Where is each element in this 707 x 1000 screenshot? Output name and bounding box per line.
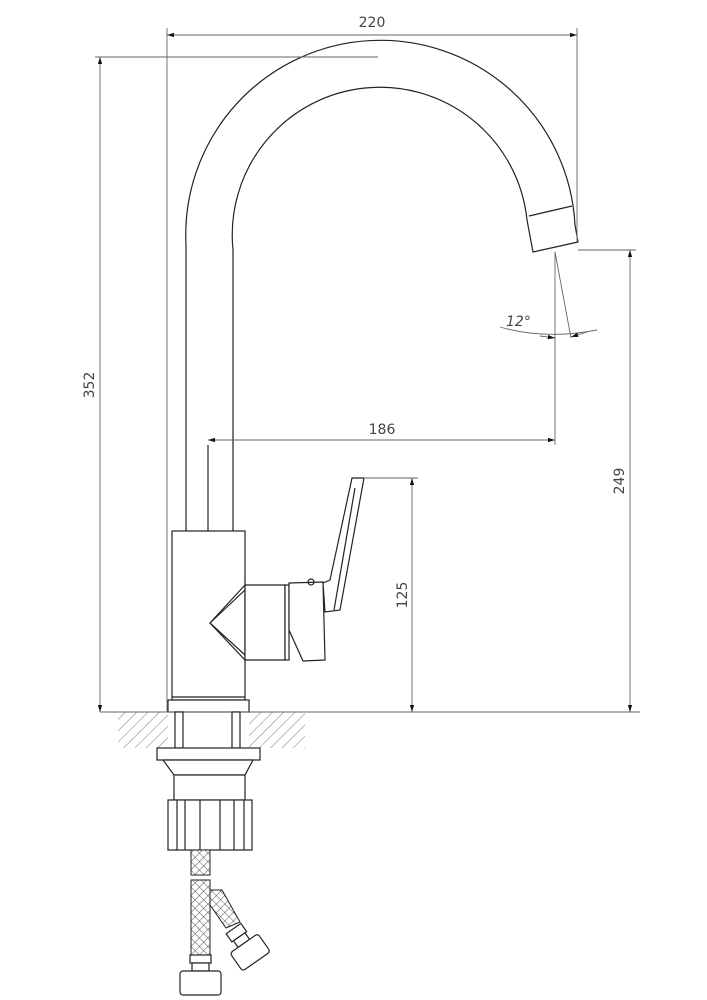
dimension-label-352: 352 — [82, 372, 98, 399]
dimension-spout-reach: 186 — [208, 252, 556, 445]
dimension-label-186: 186 — [369, 422, 396, 438]
countertop — [100, 711, 640, 748]
mounting-nut — [156, 711, 261, 851]
dimension-label-220: 220 — [359, 15, 386, 31]
lever-handle — [288, 477, 365, 662]
dimension-overall-width: 220 — [166, 15, 578, 712]
dimension-overall-height: 352 — [82, 56, 378, 712]
dimension-label-125: 125 — [395, 582, 411, 609]
supply-hoses — [179, 849, 270, 996]
dimension-label-12deg: 12° — [506, 314, 531, 330]
dimension-lever-height: 125 — [364, 477, 418, 712]
dimension-label-249: 249 — [612, 468, 628, 495]
spout — [185, 39, 579, 531]
dimension-spout-angle: 12° — [499, 251, 598, 340]
faucet-body — [167, 530, 290, 713]
dimension-spout-height: 249 — [578, 249, 636, 712]
